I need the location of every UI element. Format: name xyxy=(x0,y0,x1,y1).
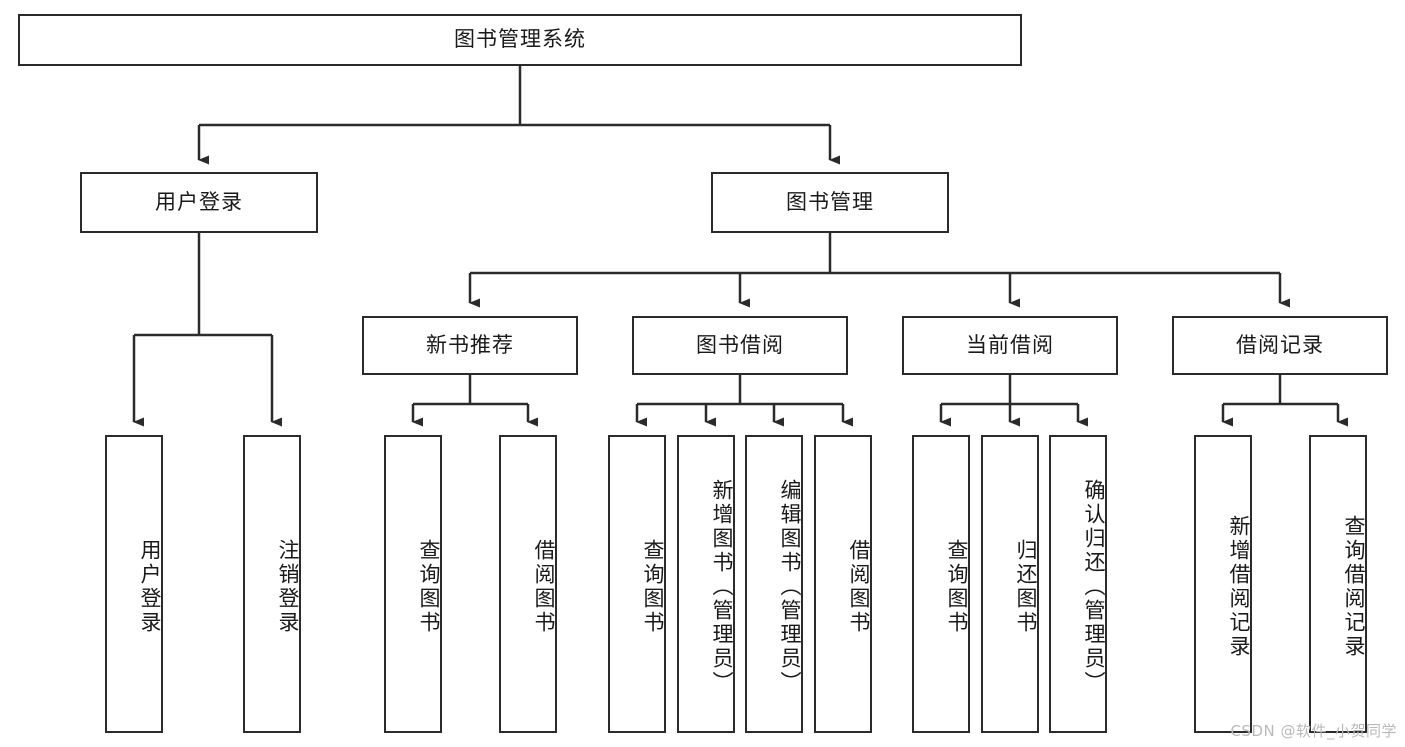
node-leaf-add-book-label: 新增图书（管理员） xyxy=(710,479,734,695)
node-book-manage[interactable]: 图书管理 xyxy=(711,172,949,233)
node-leaf-add-record[interactable]: 新增借阅记录 xyxy=(1194,435,1252,733)
node-leaf-borrow-book-1-label: 借阅图书 xyxy=(532,539,556,635)
node-leaf-query-book-3[interactable]: 查询图书 xyxy=(912,435,970,733)
node-leaf-user-login-label: 用户登录 xyxy=(138,539,162,635)
node-leaf-borrow-book-1[interactable]: 借阅图书 xyxy=(499,435,557,733)
node-leaf-edit-book[interactable]: 编辑图书（管理员） xyxy=(745,435,803,733)
node-leaf-logout[interactable]: 注销登录 xyxy=(243,435,301,733)
node-leaf-add-record-label: 新增借阅记录 xyxy=(1227,515,1251,659)
node-root-label: 图书管理系统 xyxy=(454,27,586,52)
node-book-borrow[interactable]: 图书借阅 xyxy=(632,316,848,375)
node-leaf-user-login[interactable]: 用户登录 xyxy=(105,435,163,733)
node-leaf-return-book-label: 归还图书 xyxy=(1014,539,1038,635)
node-user-login[interactable]: 用户登录 xyxy=(80,172,318,233)
node-user-login-label: 用户登录 xyxy=(155,189,243,214)
node-leaf-edit-book-label: 编辑图书（管理员） xyxy=(778,479,802,695)
node-leaf-query-book-3-label: 查询图书 xyxy=(945,539,969,635)
node-borrow-record[interactable]: 借阅记录 xyxy=(1172,316,1388,375)
node-book-manage-label: 图书管理 xyxy=(786,189,874,214)
node-leaf-return-book[interactable]: 归还图书 xyxy=(981,435,1039,733)
node-new-book-rec[interactable]: 新书推荐 xyxy=(362,316,578,375)
node-leaf-borrow-book-2[interactable]: 借阅图书 xyxy=(814,435,872,733)
node-book-borrow-label: 图书借阅 xyxy=(696,332,784,357)
node-leaf-query-book-1[interactable]: 查询图书 xyxy=(384,435,442,733)
node-new-book-rec-label: 新书推荐 xyxy=(426,332,514,357)
node-current-borrow-label: 当前借阅 xyxy=(966,332,1054,357)
node-leaf-confirm-return[interactable]: 确认归还（管理员） xyxy=(1049,435,1107,733)
node-leaf-confirm-return-label: 确认归还（管理员） xyxy=(1082,479,1106,695)
watermark-text: CSDN @软件_小贺同学 xyxy=(1230,722,1397,740)
node-leaf-query-record[interactable]: 查询借阅记录 xyxy=(1309,435,1367,733)
node-leaf-query-book-2[interactable]: 查询图书 xyxy=(608,435,666,733)
node-leaf-query-book-2-label: 查询图书 xyxy=(641,539,665,635)
node-leaf-add-book[interactable]: 新增图书（管理员） xyxy=(677,435,735,733)
node-leaf-borrow-book-2-label: 借阅图书 xyxy=(847,539,871,635)
node-leaf-query-book-1-label: 查询图书 xyxy=(417,539,441,635)
node-root[interactable]: 图书管理系统 xyxy=(18,14,1022,66)
node-leaf-logout-label: 注销登录 xyxy=(276,539,300,635)
node-borrow-record-label: 借阅记录 xyxy=(1236,332,1324,357)
node-current-borrow[interactable]: 当前借阅 xyxy=(902,316,1118,375)
node-leaf-query-record-label: 查询借阅记录 xyxy=(1342,515,1366,659)
